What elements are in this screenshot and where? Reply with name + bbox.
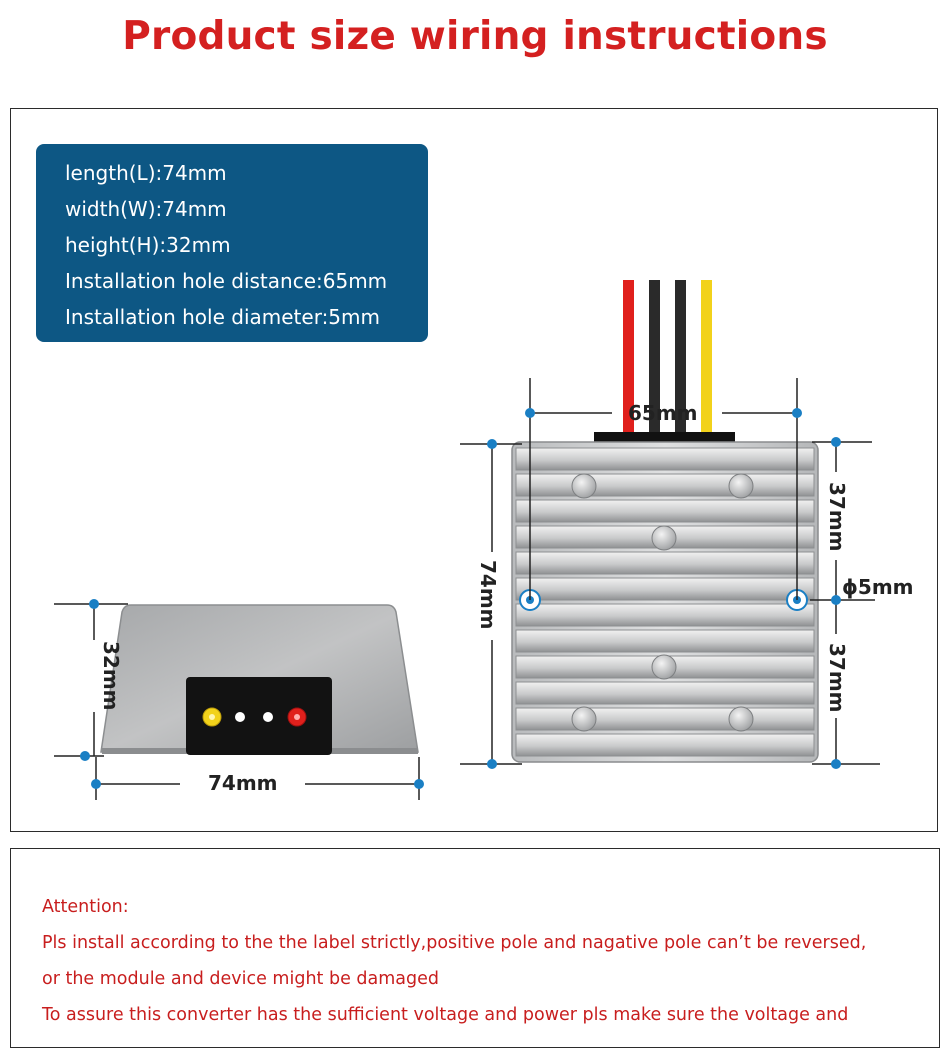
- wire-black-1: [649, 280, 660, 440]
- terminal-block: [186, 677, 332, 755]
- wire-bundle: [594, 280, 735, 443]
- screw-top-left: [571, 473, 597, 499]
- side-dimension-dots: [80, 599, 424, 789]
- spec-length: length(L):74mm: [65, 161, 227, 185]
- cooling-fin: [515, 681, 815, 705]
- label-top-height: 74mm: [476, 560, 500, 630]
- top-dimension-lines: [460, 378, 880, 765]
- cooling-fin: [515, 603, 815, 627]
- label-half-lower: 37mm: [825, 643, 849, 713]
- attention-panel: Attention: Pls install according to the …: [10, 848, 940, 1048]
- spec-width: width(W):74mm: [65, 197, 227, 221]
- label-side-height: 32mm: [99, 641, 123, 711]
- cooling-fin: [515, 577, 815, 601]
- screw-top-right: [728, 473, 754, 499]
- cooling-fin: [515, 473, 815, 497]
- spec-box: length(L):74mm width(W):74mm height(H):3…: [36, 144, 428, 342]
- spec-height: height(H):32mm: [65, 233, 231, 257]
- dimension-diagram: 65mm 74mm 37mm 37mm ϕ5mm 32mm 74mm: [54, 280, 914, 800]
- terminal-white-1: [235, 712, 245, 722]
- wire-black-2: [675, 280, 686, 440]
- screw-bottom-right: [728, 706, 754, 732]
- page-title: Product size wiring instructions: [122, 14, 828, 59]
- label-hole-diameter: ϕ5mm: [842, 575, 914, 599]
- attention-line-3: To assure this converter has the suffici…: [42, 1005, 849, 1025]
- attention-heading: Attention:: [42, 897, 129, 917]
- cooling-fin: [515, 447, 815, 471]
- converter-top-view: [511, 441, 819, 763]
- wire-grommet: [594, 432, 735, 443]
- cooling-fin: [515, 629, 815, 653]
- label-half-upper: 37mm: [825, 482, 849, 552]
- wire-red: [623, 280, 634, 440]
- label-side-width: 74mm: [208, 771, 278, 795]
- screw-bottom-left: [571, 706, 597, 732]
- cooling-fin: [515, 733, 815, 757]
- attention-line-1: Pls install according to the the label s…: [42, 933, 867, 953]
- top-dimension-dots: [487, 408, 841, 769]
- cooling-fin: [515, 707, 815, 731]
- spec-hole-distance: Installation hole distance:65mm: [65, 269, 388, 293]
- terminal-white-2: [263, 712, 273, 722]
- side-dimension-lines: [54, 603, 420, 800]
- converter-side-view: [100, 604, 419, 755]
- screw-lower-center: [651, 654, 677, 680]
- wire-yellow: [701, 280, 712, 440]
- cooling-fin: [515, 551, 815, 575]
- screw-upper-center: [651, 525, 677, 551]
- spec-hole-diameter: Installation hole diameter:5mm: [65, 305, 380, 329]
- attention-line-2: or the module and device might be damage…: [42, 969, 439, 989]
- label-hole-distance: 65mm: [628, 401, 698, 425]
- cooling-fin: [515, 499, 815, 523]
